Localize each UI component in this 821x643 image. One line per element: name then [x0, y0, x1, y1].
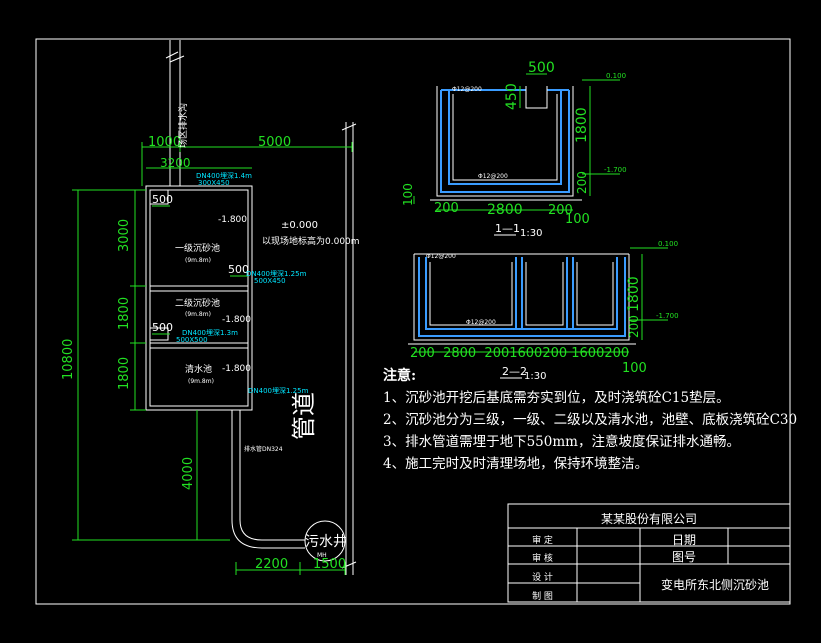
row-design: 设 计: [532, 573, 553, 583]
drain-channel-label: 场区排水沟: [177, 103, 189, 148]
s1-dim-200c: 200: [548, 203, 573, 218]
pool1-sub: (9m.8m): [185, 257, 211, 264]
title-block: 某某股份有限公司 审 定 审 核 设 计 制 图 日期 图号 变电所东北侧沉砂池: [508, 504, 790, 602]
pool3-sub: (9m.8m): [188, 378, 214, 385]
note-item-4: 4、施工完时及时清理场地，保持环境整洁。: [383, 456, 649, 472]
pipe-note-mid: DN400埋深1.25m: [246, 269, 307, 278]
dim-500-low: 500: [152, 321, 173, 334]
s1-elev-top: 0.100: [606, 72, 626, 80]
s1-dim-1800: 1800: [574, 107, 590, 143]
row-approve: 审 定: [532, 536, 553, 546]
plan-view: 1000 5000 3200 500 500 500 3000 1800 180…: [61, 40, 360, 575]
dim-3000: 3000: [117, 219, 132, 252]
company-name: 某某股份有限公司: [600, 512, 697, 526]
pipe-note-top2: 300X450: [198, 179, 230, 187]
s1-caption: 1—1: [495, 222, 520, 235]
pipe-note-mid2: 500X450: [254, 277, 286, 285]
s2-rebar-a: Φ12@200: [426, 253, 456, 260]
title-block-grid: [507, 503, 791, 603]
plan-dimension-lines: [72, 142, 353, 575]
note-item-2: 2、沉砂池分为三级，一级、二级以及清水池，池壁、底板浇筑砼C30: [383, 412, 798, 428]
pipe-note-top: DN400埋深1.4m: [196, 171, 252, 180]
s2-dim-bottom: 200 2800 2001600200 1600200: [410, 346, 629, 361]
s2-elev-bot: -1.700: [656, 312, 679, 320]
pipe-road-label: 管道: [290, 392, 318, 440]
drawing-title: 变电所东北侧沉砂池: [660, 578, 769, 592]
note-item-3: 3、排水管道需埋于地下550mm，注意坡度保证排水通畅。: [383, 434, 740, 450]
s1-dim-100b: 100: [565, 212, 590, 227]
s1-rebar-a: Φ12@200: [452, 86, 482, 93]
notes: 注意: 1、沉砂池开挖后基底需夯实到位，及时浇筑砼C15垫层。 2、沉砂池分为三…: [383, 365, 797, 475]
row-review: 审 核: [532, 554, 553, 564]
elev-pool3: -1.800: [222, 364, 251, 374]
section-1-1: 500 450 1800 200 100 200 2800 200 100 0.…: [401, 60, 627, 239]
notes-heading: 注意:: [383, 368, 417, 384]
s2-caption: 2—2: [502, 365, 527, 378]
pool3-label: 清水池: [185, 363, 212, 375]
elev-zero: ±0.000: [281, 220, 318, 231]
pool2-label: 二级沉砂池: [175, 297, 220, 309]
pool1-label: 一级沉砂池: [175, 242, 220, 254]
s1-dim-450: 450: [504, 83, 520, 110]
note-item-1: 1、沉砂池开挖后基底需夯实到位，及时浇筑砼C15垫层。: [383, 390, 730, 406]
sewer-well-sub: MH: [317, 552, 327, 559]
section-2-2: 1800 200 100 200 2800 2001600200 1600200…: [408, 240, 679, 382]
s1-dim-200a: 200: [575, 171, 589, 194]
dim-1800-b: 1800: [117, 357, 132, 390]
dim-1800-a: 1800: [117, 297, 132, 330]
s1-dim-500: 500: [528, 60, 555, 76]
dim-2200: 2200: [255, 557, 288, 572]
s2-rebar-b: Φ12@200: [466, 319, 496, 326]
row-draw: 制 图: [532, 592, 553, 602]
s2-dim-1800: 1800: [626, 276, 642, 312]
elev-pool2: -1.800: [222, 315, 251, 325]
drawing-border: [35, 38, 791, 605]
dim-1500: 1500: [313, 557, 346, 572]
s1-dim-200b: 200: [434, 201, 459, 216]
sewer-well-label: 污水井: [305, 534, 347, 550]
dim-4000: 4000: [181, 457, 196, 490]
s1-scale: 1:30: [520, 228, 542, 239]
s2-scale: 1:30: [524, 371, 546, 382]
dim-5000: 5000: [258, 135, 291, 150]
pipe-note-low: DN400埋深1.25m: [248, 386, 309, 395]
s1-elev-bot: -1.700: [604, 166, 627, 174]
drawing-no-label: 图号: [671, 550, 696, 564]
section1-rebar: [440, 89, 570, 193]
s1-dim-2800: 2800: [487, 202, 523, 218]
dim-10800: 10800: [61, 339, 76, 380]
date-label: 日期: [671, 533, 696, 547]
s1-rebar-b: Φ12@200: [478, 173, 508, 180]
pipe-note-mid3: DN400埋深1.3m: [182, 328, 238, 337]
elev-pool1: -1.800: [218, 215, 247, 225]
drain-pipe-label: 排水管DN324: [244, 445, 283, 453]
s2-dim-200: 200: [627, 315, 641, 338]
dim-500-top: 500: [152, 193, 173, 206]
s2-elev-top: 0.100: [658, 240, 678, 248]
ground-note: 以现场地标高为0.000m: [262, 235, 360, 247]
dim-3200: 3200: [160, 156, 191, 170]
dim-500-mid: 500: [228, 263, 249, 276]
pipe-note-mid4: 500X500: [176, 336, 208, 344]
s1-dim-100: 100: [401, 183, 415, 206]
dim-1000: 1000: [148, 135, 181, 150]
section2-rebar: [418, 257, 626, 337]
s2-dim-100: 100: [622, 361, 647, 376]
pool2-sub: (9m.8m): [185, 311, 211, 318]
